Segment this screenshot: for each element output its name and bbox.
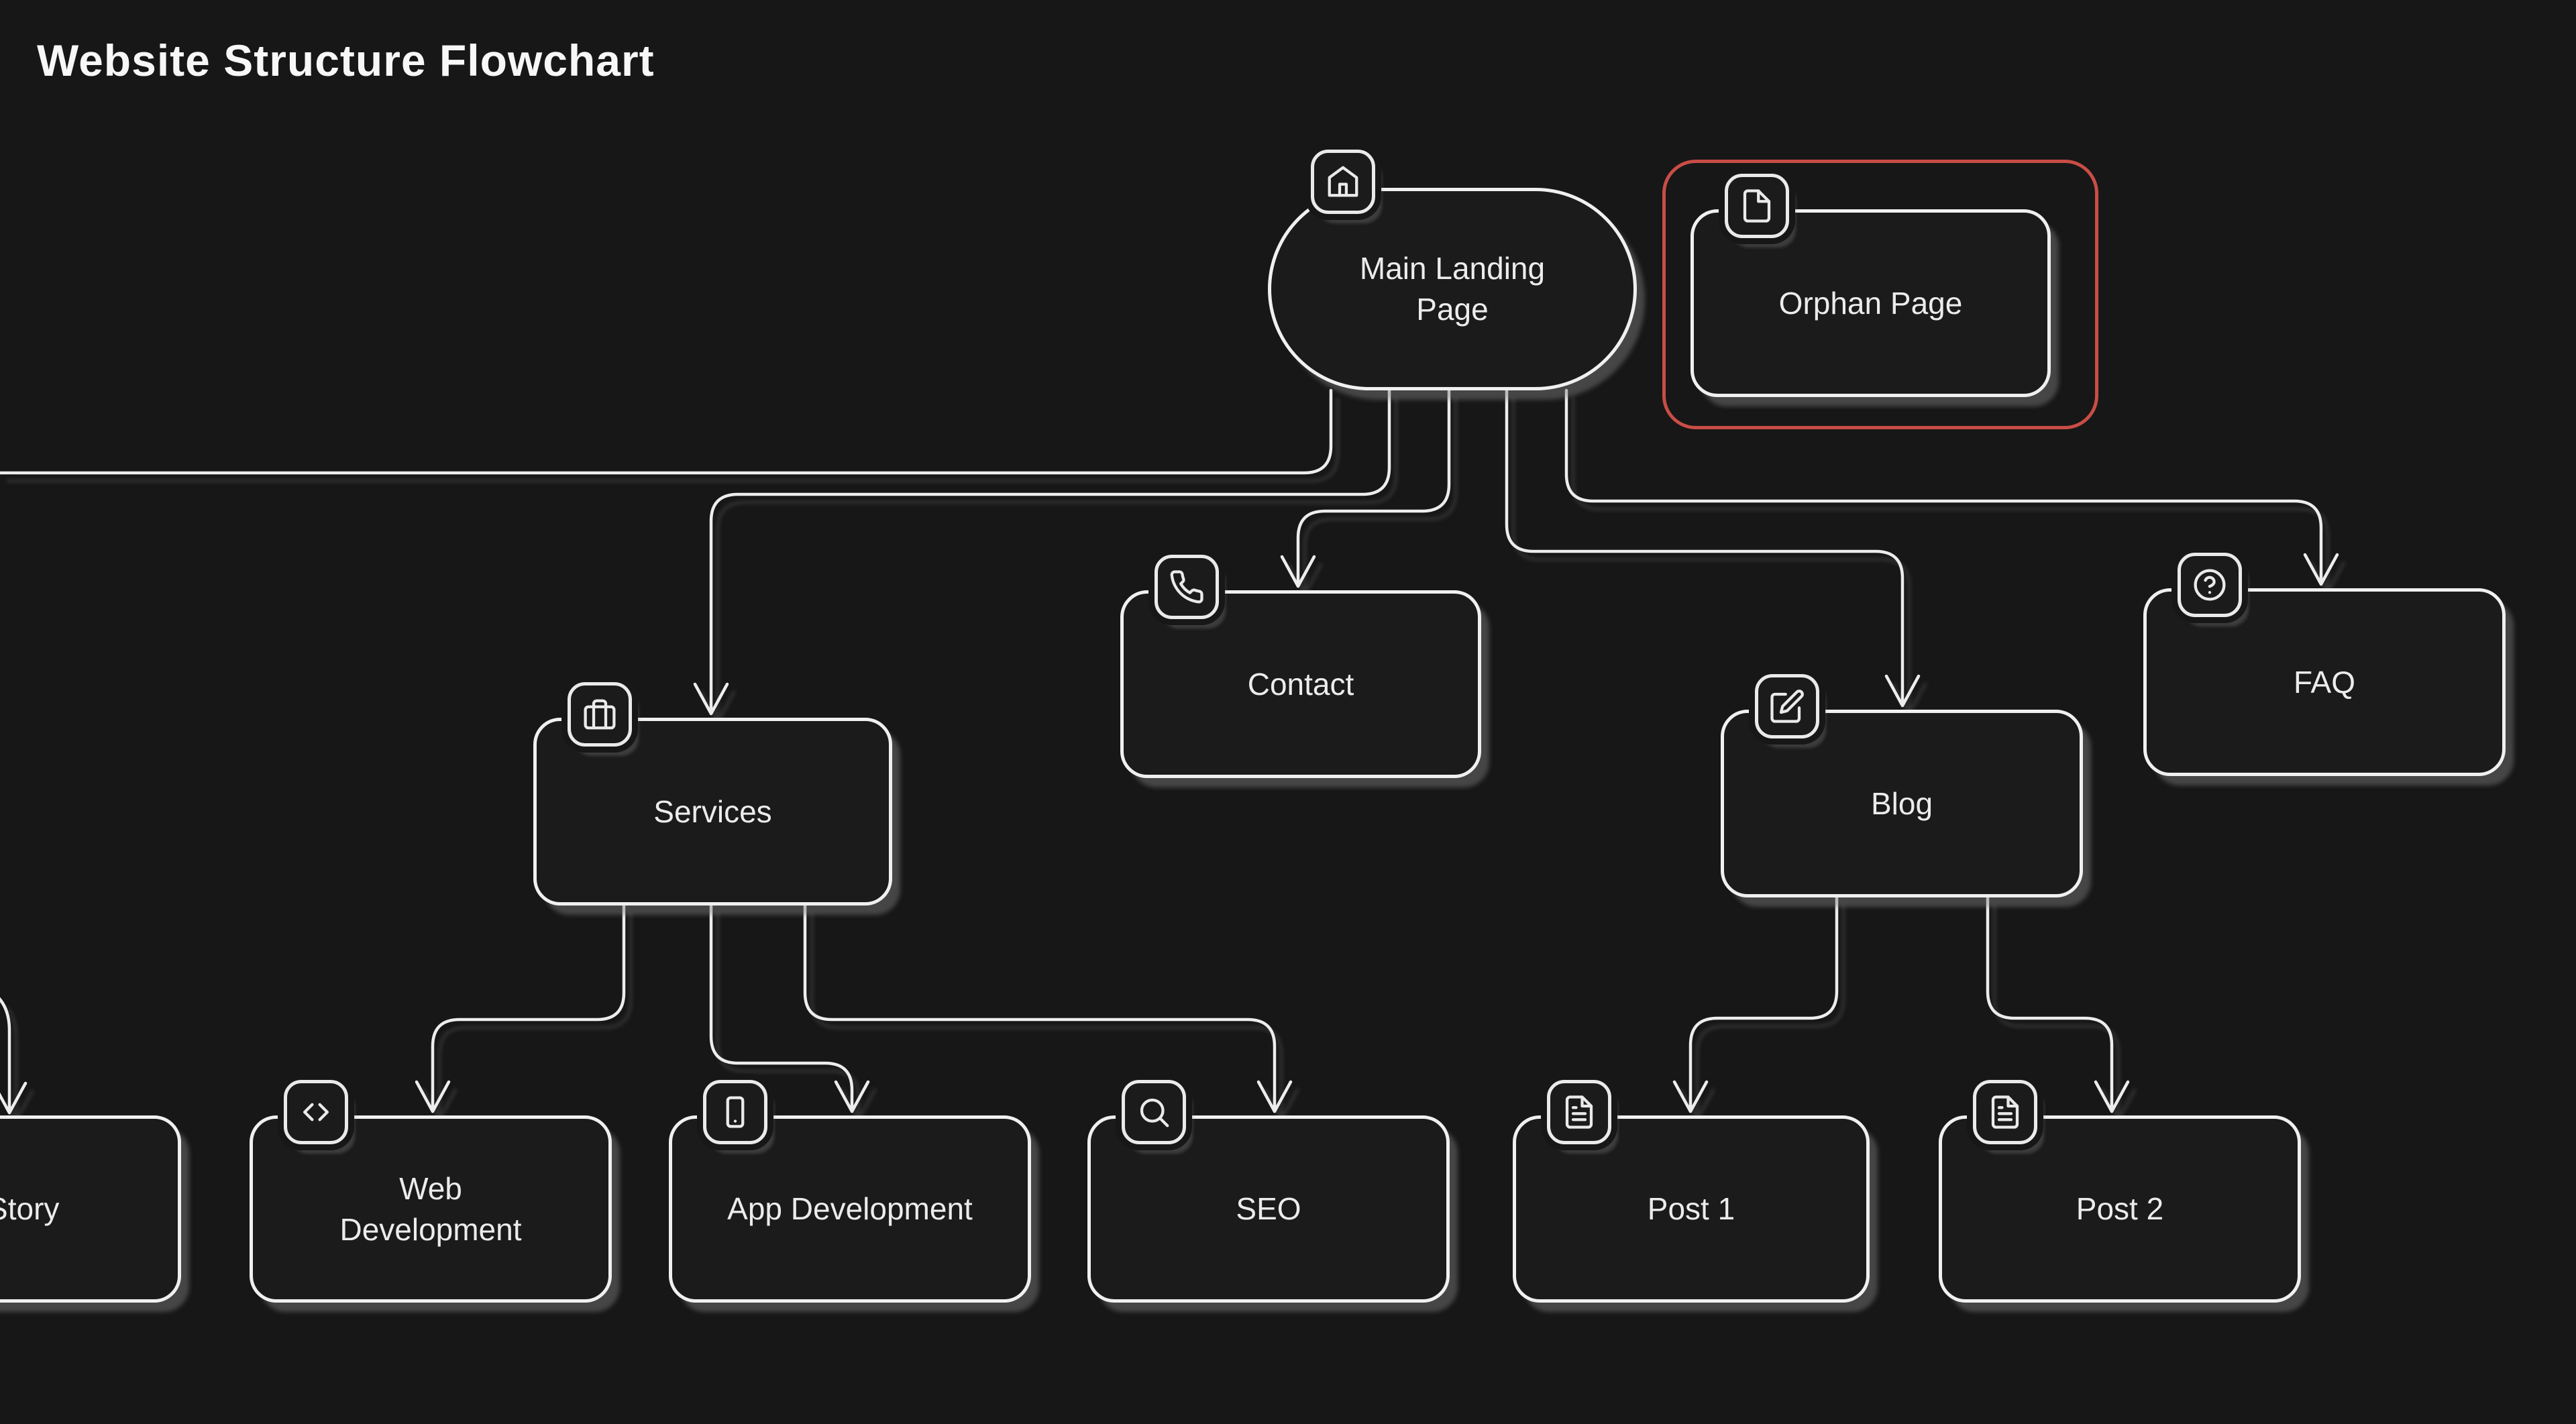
node-seo[interactable]: SEO [1087, 1080, 1450, 1303]
file-text-icon-badge [1547, 1080, 1611, 1144]
node-label: App Development [727, 1191, 973, 1227]
node-contact[interactable]: Contact [1120, 555, 1481, 778]
node-services[interactable]: Services [533, 682, 892, 906]
node-label: Services [653, 793, 772, 829]
orphan-highlight-outline [1662, 160, 2098, 429]
smartphone-icon-badge [703, 1080, 767, 1144]
node-our-story[interactable]: Our Story [0, 1115, 181, 1303]
search-icon-badge [1122, 1080, 1186, 1144]
node-post-2[interactable]: Post 2 [1939, 1080, 2301, 1303]
node-main-landing-page[interactable]: Main Landing Page [1268, 150, 1637, 390]
help-circle-icon-badge [2178, 553, 2242, 617]
node-orphan-page[interactable]: Orphan Page [1690, 174, 2051, 397]
file-text-icon [1991, 1095, 2019, 1129]
node-label: Web Development [339, 1170, 522, 1247]
code-icon [303, 1103, 329, 1121]
edge-services-to-app [709, 903, 870, 1113]
node-faq[interactable]: FAQ [2143, 553, 2506, 776]
edit-icon [1770, 690, 1804, 723]
edge-main-to-story [0, 388, 1333, 475]
file-text-icon [1565, 1095, 1593, 1129]
home-icon-badge [1311, 150, 1375, 214]
node-label: Post 2 [2076, 1191, 2164, 1227]
edge-main-to-blog [1505, 388, 1921, 708]
node-app-development[interactable]: App Development [669, 1080, 1031, 1303]
node-label: Our Story [0, 1191, 60, 1227]
node-label: Blog [1870, 785, 1933, 821]
page-title: Website Structure Flowchart [37, 36, 655, 85]
smartphone-icon [726, 1096, 745, 1128]
file-icon-badge [1725, 174, 1789, 238]
node-label: Main Landing Page [1359, 251, 1546, 327]
phone-icon [1170, 570, 1203, 604]
home-icon [1328, 166, 1358, 197]
node-label: Post 1 [1647, 1191, 1735, 1227]
edge-story-arrow [0, 997, 28, 1115]
file-icon [1743, 189, 1771, 223]
edge-main-to-contact [1280, 388, 1451, 588]
search-icon [1140, 1098, 1169, 1128]
node-web-development[interactable]: Web Development [250, 1080, 612, 1303]
code-icon-badge [284, 1080, 348, 1144]
node-label: FAQ [2293, 664, 2356, 700]
edge-services-to-seo [803, 903, 1293, 1113]
edge-blog-to-post2 [1986, 895, 2130, 1113]
node-label: SEO [1236, 1191, 1301, 1227]
help-circle-icon [2194, 569, 2226, 601]
node-blog[interactable]: Blog [1721, 674, 2083, 897]
phone-icon-badge [1155, 555, 1219, 619]
file-text-icon-badge [1973, 1080, 2037, 1144]
node-label: Contact [1247, 666, 1354, 702]
edge-main-to-services [693, 388, 1391, 716]
edit-icon-badge [1755, 674, 1819, 738]
edge-blog-to-post1 [1672, 895, 1839, 1113]
node-post-1[interactable]: Post 1 [1513, 1080, 1870, 1303]
node-label: Orphan Page [1778, 285, 1963, 321]
edge-services-to-web [415, 903, 626, 1113]
briefcase-icon-badge [568, 682, 632, 747]
briefcase-icon [584, 699, 616, 730]
edge-main-to-faq [1564, 388, 2339, 586]
